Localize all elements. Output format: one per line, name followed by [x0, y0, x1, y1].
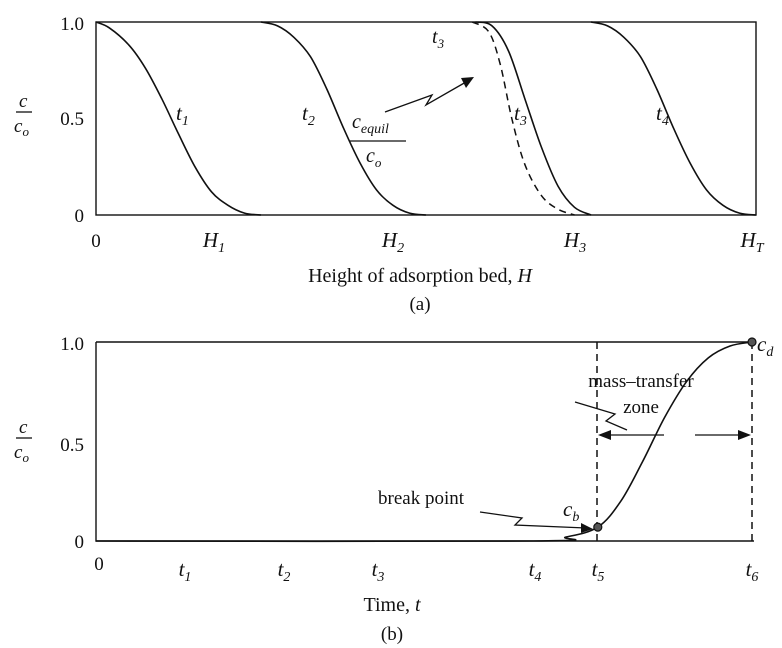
- panel-b-mass-transfer-label: mass–transfer: [588, 371, 694, 392]
- panel-b-ytick-05: 0.5: [60, 435, 84, 456]
- panel-b-xtick-0: 0: [94, 554, 104, 575]
- panel-a-equil-arrowhead: [461, 77, 474, 88]
- panel-b-label-cb: cb: [563, 497, 579, 525]
- panel-a-equil-den: co: [366, 145, 382, 170]
- panel-a-ytick-0: 0: [75, 206, 85, 227]
- panel-a-curve-t2: [260, 21, 427, 216]
- panel-a-equil-num: cequil: [352, 111, 389, 137]
- panel-b-label-cd: cd: [757, 332, 774, 360]
- panel-b-xtick-t6: t6: [746, 557, 759, 585]
- panel-a-curve-t1: [95, 21, 262, 216]
- panel-a-curve-t4: [590, 21, 757, 216]
- panel-a-xtick-0: 0: [91, 231, 101, 252]
- panel-a-curve-t3: [475, 21, 592, 216]
- panel-b-breakthrough-curve: [95, 341, 753, 543]
- panel-b-ytick-0: 0: [75, 532, 85, 553]
- panel-a-label-t3: t3: [514, 101, 527, 129]
- panel-a-xtick-h3: H3: [563, 228, 586, 256]
- panel-b-zone-label: zone: [623, 397, 659, 418]
- panel-b-break-point-arrow: [479, 511, 587, 529]
- panel-b-point-cd: [747, 337, 757, 347]
- panel-a-xtick-h2: H2: [381, 228, 404, 256]
- panel-b-point-cb: [593, 522, 603, 532]
- panel-b-ylabel: c co: [14, 417, 32, 465]
- panel-a-ytick-05: 0.5: [60, 109, 84, 130]
- panel-a-equil-annotation: cequil co: [350, 77, 474, 170]
- panel-a-label-t4: t4: [656, 101, 669, 129]
- panel-a-ytick-1: 1.0: [60, 14, 84, 35]
- panel-a-curve-equilibrium: [471, 21, 575, 216]
- panel-b-break-point-label: break point: [378, 488, 465, 509]
- panel-b-zone-arrowhead-left: [598, 430, 611, 440]
- panel-a-ylabel-num: c: [19, 91, 28, 112]
- panel-a-ylabel-den: co: [14, 116, 29, 139]
- panel-a-xtick-ht: HT: [740, 228, 765, 256]
- panel-a-equil-arrow: [384, 81, 467, 113]
- panel-b-zone-arrowhead-right: [738, 430, 751, 440]
- panel-b-ylabel-den: co: [14, 442, 29, 465]
- panel-a: 1.0 0.5 0 c co 0 H1 H2 H3 HT t1 t2 t3 t4…: [14, 14, 765, 315]
- panel-a-label-t2: t2: [302, 101, 315, 129]
- panel-a-ylabel: c co: [14, 91, 32, 139]
- panel-b: 1.0 0.5 0 c co 0 t1 t2 t3 t4 t5 t6 cb cd…: [14, 332, 774, 645]
- panel-a-xlabel: Height of adsorption bed, H: [308, 265, 533, 287]
- panel-b-ytick-1: 1.0: [60, 334, 84, 355]
- panel-b-xtick-t5: t5: [592, 557, 605, 585]
- panel-b-xlabel: Time, t: [363, 594, 421, 616]
- panel-b-caption: (b): [381, 624, 403, 645]
- panel-b-xtick-t3: t3: [372, 557, 385, 585]
- panel-a-label-equil-t3: t3: [432, 26, 445, 51]
- panel-a-xtick-h1: H1: [202, 228, 225, 256]
- panel-b-xtick-t4: t4: [529, 557, 542, 585]
- panel-b-ylabel-num: c: [19, 417, 28, 438]
- panel-a-label-t1: t1: [176, 101, 189, 129]
- panel-b-xtick-t2: t2: [278, 557, 291, 585]
- panel-b-zone-zigzag: [574, 401, 628, 431]
- panel-b-xtick-t1: t1: [179, 557, 192, 585]
- panel-a-caption: (a): [409, 294, 430, 315]
- panel-b-break-point-arrowhead: [581, 523, 593, 533]
